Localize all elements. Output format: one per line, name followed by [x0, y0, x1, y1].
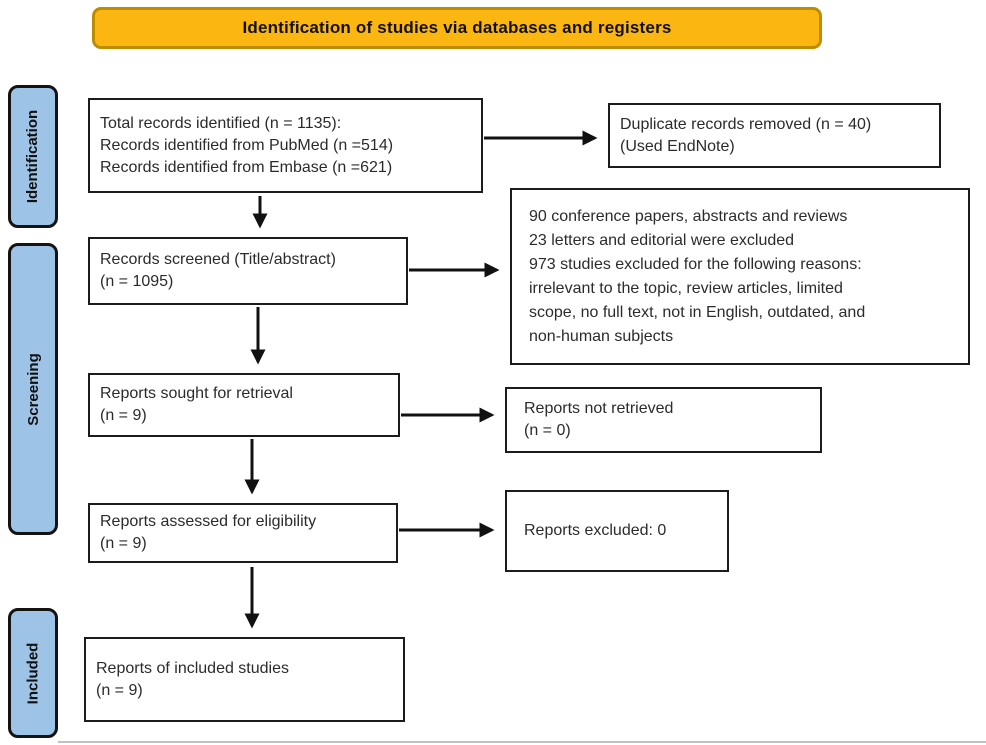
text-line: irrelevant to the topic, review articles… [529, 279, 843, 297]
text-line: Duplicate records removed (n = 40) [620, 115, 872, 133]
stage-label-screening: Screening [8, 243, 58, 535]
box-included-studies: Reports of included studies (n = 9) [84, 637, 405, 722]
stage-label-identification: Identification [8, 85, 58, 228]
box-exclusion-reasons: 90 conference papers, abstracts and revi… [510, 188, 970, 365]
text-line: (n = 9) [100, 535, 147, 552]
text-line: Total records identified (n = 1135): [100, 114, 342, 132]
text-line: Records screened (Title/abstract) [100, 251, 336, 268]
text-line: (n = 1095) [100, 273, 174, 290]
text-line: 23 letters and editorial were excluded [529, 231, 795, 249]
text-line: 973 studies excluded for the following r… [529, 255, 862, 273]
stage-label-included: Included [8, 608, 58, 738]
box-records-screened: Records screened (Title/abstract) (n = 1… [88, 237, 408, 305]
box-reports-sought: Reports sought for retrieval (n = 9) [88, 373, 400, 437]
box-reports-excluded: Reports excluded: 0 [505, 490, 729, 572]
box-duplicates-removed: Duplicate records removed (n = 40) (Used… [608, 103, 941, 168]
text-line: Reports not retrieved [524, 400, 674, 417]
text-line: Reports assessed for eligibility [100, 513, 317, 530]
box-reports-not-retrieved: Reports not retrieved (n = 0) [505, 387, 822, 453]
text-line: Reports excluded: 0 [524, 522, 667, 539]
cropped-edge-line [58, 741, 986, 743]
box-reports-assessed: Reports assessed for eligibility (n = 9) [88, 503, 398, 563]
text-line: Records identified from PubMed (n =514) [100, 136, 394, 154]
banner-title: Identification of studies via databases … [242, 18, 672, 37]
banner: Identification of studies via databases … [92, 7, 822, 49]
stage-label-screening-text: Screening [24, 352, 42, 426]
text-line: Reports of included studies [96, 659, 289, 677]
stage-label-identification-text: Identification [24, 109, 42, 204]
text-line: (n = 9) [100, 407, 147, 424]
text-line: Records identified from Embase (n =621) [100, 158, 393, 176]
text-line: (n = 9) [96, 681, 143, 699]
text-line: (n = 0) [524, 422, 571, 439]
text-line: 90 conference papers, abstracts and revi… [529, 207, 848, 225]
text-line: (Used EndNote) [620, 137, 735, 155]
stage-label-included-text: Included [24, 642, 42, 704]
text-line: Reports sought for retrieval [100, 385, 293, 402]
text-line: scope, no full text, not in English, out… [529, 303, 866, 321]
box-records-identified: Total records identified (n = 1135): Rec… [88, 98, 483, 193]
text-line: non-human subjects [529, 327, 674, 345]
